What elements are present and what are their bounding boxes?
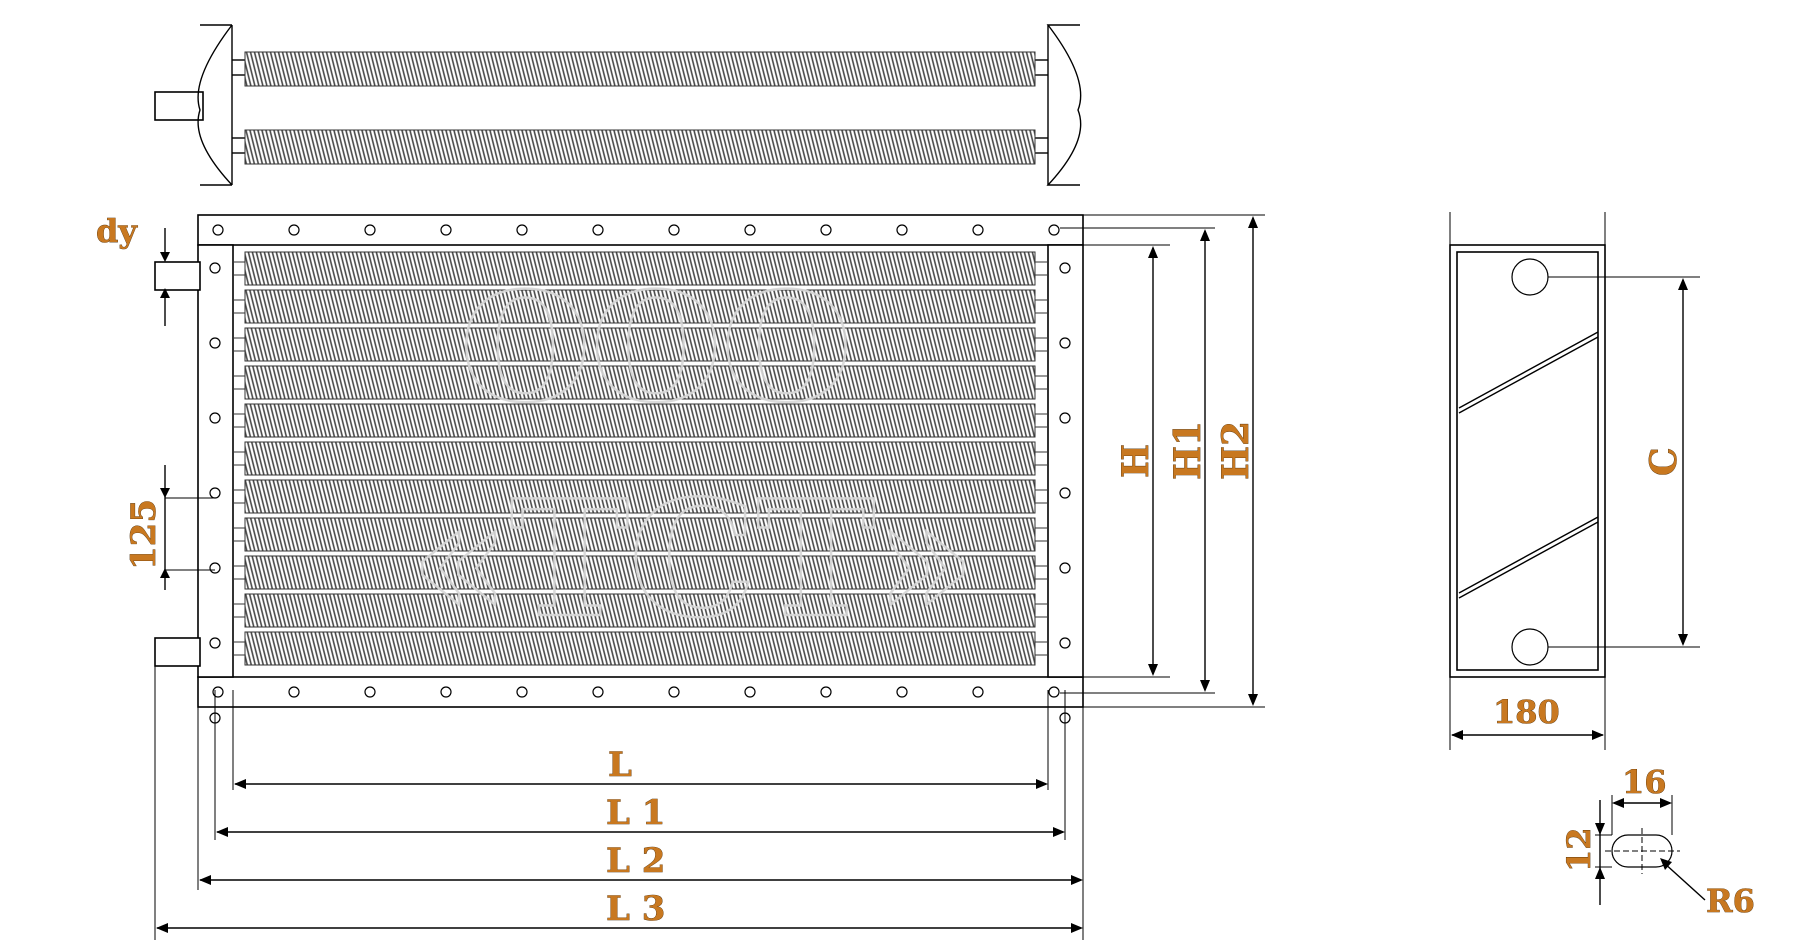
finned-tube bbox=[244, 289, 1036, 324]
flange-hole bbox=[288, 224, 300, 236]
finned-tube bbox=[244, 327, 1036, 362]
finned-tube bbox=[244, 441, 1036, 476]
flange-hole bbox=[440, 686, 452, 698]
finned-tube bbox=[244, 479, 1036, 514]
flange-hole bbox=[516, 686, 528, 698]
label-R6: R6 bbox=[1706, 882, 1755, 920]
side-inner-frame bbox=[1456, 251, 1599, 671]
finned-tube bbox=[244, 555, 1036, 590]
top-flange bbox=[197, 214, 1084, 246]
label-H1: H1 bbox=[1167, 421, 1209, 480]
side-plate-hole bbox=[1059, 337, 1071, 349]
finned-tube bbox=[244, 631, 1036, 666]
side-plate-hole bbox=[1059, 637, 1071, 649]
label-16: 16 bbox=[1622, 763, 1667, 801]
side-plate-hole bbox=[1059, 487, 1071, 499]
side-plate-hole bbox=[209, 637, 221, 649]
watermark: ООО «ТСТ» bbox=[409, 259, 977, 655]
top-inlet-stub bbox=[154, 91, 204, 121]
label-12: 12 bbox=[1560, 827, 1598, 872]
side-plate-hole bbox=[209, 412, 221, 424]
label-H2: H2 bbox=[1215, 421, 1257, 480]
flange-hole bbox=[896, 224, 908, 236]
flange-hole bbox=[364, 686, 376, 698]
finned-tube bbox=[244, 517, 1036, 552]
bottom-flange bbox=[197, 676, 1084, 708]
flange-hole bbox=[440, 224, 452, 236]
flange-hole bbox=[744, 686, 756, 698]
side-inlet-hole bbox=[1511, 258, 1549, 296]
label-L1: L 1 bbox=[606, 793, 665, 833]
side-plate-hole bbox=[1059, 562, 1071, 574]
flange-hole bbox=[592, 686, 604, 698]
label-C: C bbox=[1643, 447, 1685, 476]
label-L3: L 3 bbox=[606, 889, 665, 929]
finned-tube bbox=[244, 251, 1036, 286]
right-side-plate bbox=[1047, 244, 1084, 678]
side-plate-hole bbox=[209, 337, 221, 349]
top-finned-tube-2 bbox=[244, 129, 1036, 165]
outlet-pipe bbox=[154, 637, 201, 667]
flange-hole bbox=[896, 686, 908, 698]
finned-tube bbox=[244, 365, 1036, 400]
top-view bbox=[154, 24, 1082, 186]
flange-hole bbox=[820, 224, 832, 236]
top-finned-tube-1 bbox=[244, 51, 1036, 87]
inlet-pipe bbox=[154, 261, 201, 291]
label-dy: dy bbox=[96, 212, 138, 250]
flange-holes bbox=[209, 224, 1071, 724]
side-view: C 180 bbox=[1449, 212, 1700, 750]
label-L: L bbox=[608, 745, 632, 785]
front-finned-tubes bbox=[233, 251, 1048, 666]
side-plate-hole bbox=[209, 262, 221, 274]
flange-hole bbox=[592, 224, 604, 236]
flange-hole bbox=[668, 686, 680, 698]
flange-hole bbox=[1048, 224, 1060, 236]
slot-detail: 16 12 R6 bbox=[1560, 763, 1755, 921]
left-side-plate bbox=[197, 244, 234, 678]
label-180: 180 bbox=[1493, 693, 1560, 731]
side-outlet-hole bbox=[1511, 628, 1549, 666]
finned-tube bbox=[244, 593, 1036, 628]
flange-hole bbox=[972, 686, 984, 698]
top-right-header bbox=[1046, 24, 1082, 186]
side-plate-hole bbox=[1059, 262, 1071, 274]
label-H: H bbox=[1115, 444, 1157, 478]
side-plate-hole bbox=[209, 562, 221, 574]
flange-hole bbox=[516, 224, 528, 236]
label-125: 125 bbox=[124, 499, 164, 570]
side-plate-hole bbox=[1059, 412, 1071, 424]
finned-tube bbox=[244, 403, 1036, 438]
top-left-header bbox=[197, 24, 233, 186]
flange-hole bbox=[972, 224, 984, 236]
flange-hole bbox=[820, 686, 832, 698]
svg-text:«ТСТ»: «ТСТ» bbox=[410, 465, 975, 653]
flange-hole bbox=[1048, 686, 1060, 698]
flange-hole bbox=[744, 224, 756, 236]
label-L2: L 2 bbox=[606, 841, 665, 881]
flange-hole bbox=[288, 686, 300, 698]
side-plate-hole bbox=[209, 487, 221, 499]
front-dimensions: dy 125 H H1 H2 bbox=[96, 212, 1265, 940]
front-view: ООО «ТСТ» bbox=[154, 214, 1084, 724]
flange-hole bbox=[364, 224, 376, 236]
flange-hole bbox=[212, 224, 224, 236]
flange-hole bbox=[668, 224, 680, 236]
svg-text:ООО: ООО bbox=[460, 260, 852, 436]
